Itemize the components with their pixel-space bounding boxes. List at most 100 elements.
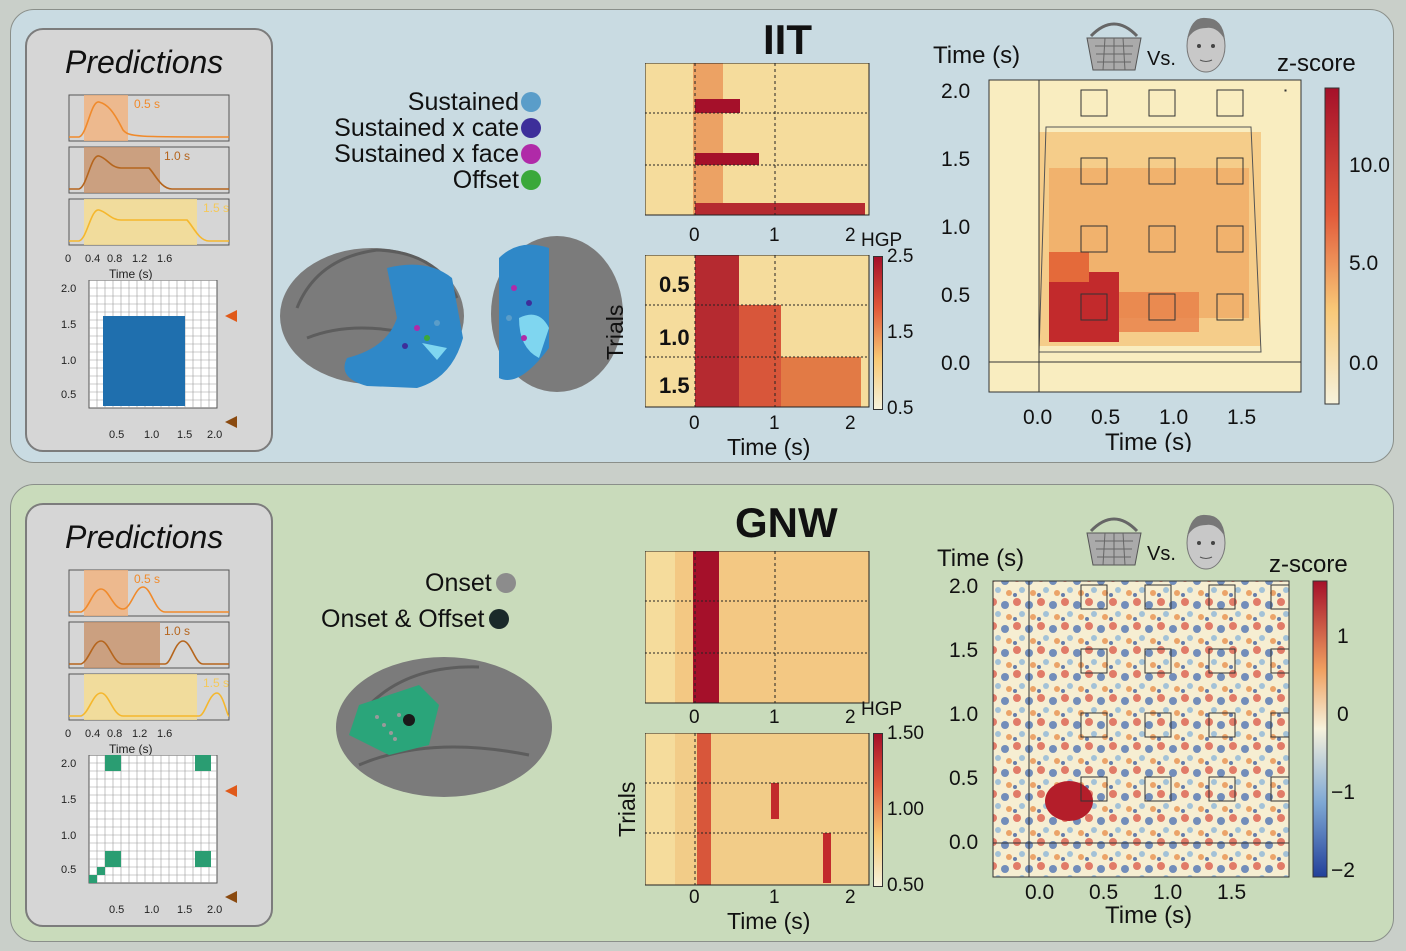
basket-icon bbox=[1086, 22, 1142, 71]
svg-text:0.0: 0.0 bbox=[1023, 406, 1052, 429]
svg-text:2: 2 bbox=[845, 413, 856, 434]
iit-legend-face: Sustained x face bbox=[334, 140, 541, 169]
gnw-tgm-cbar-title: z-score bbox=[1269, 551, 1348, 578]
svg-text:1.5: 1.5 bbox=[941, 148, 970, 171]
gnw-pred-curve-1: 0.5 s bbox=[68, 569, 230, 617]
iit-pred-label-1: 0.5 s bbox=[134, 97, 160, 111]
svg-text:Time (s): Time (s) bbox=[109, 742, 153, 755]
iit-tgm-xlabel: Time (s) bbox=[1105, 429, 1192, 452]
svg-text:0.5: 0.5 bbox=[1089, 881, 1118, 904]
svg-text:0.4: 0.4 bbox=[85, 253, 100, 265]
svg-text:1.5: 1.5 bbox=[61, 319, 76, 331]
iit-hgp-tick-high: 2.5 bbox=[887, 246, 914, 267]
svg-text:0.5: 0.5 bbox=[1091, 406, 1120, 429]
svg-text:0.0: 0.0 bbox=[1349, 352, 1378, 375]
iit-raster-upper: 0 1 2 bbox=[645, 63, 870, 243]
gnw-prediction-curves: 0.5 s 1.0 s 1.5 s 0 0.4 0.8 1.2 1.6 bbox=[65, 569, 230, 755]
svg-text:2.0: 2.0 bbox=[949, 575, 978, 598]
svg-text:0.5: 0.5 bbox=[61, 864, 76, 876]
iit-prediction-grid: 2.0 1.5 1.0 0.5 0.5 1.0 1.5 2.0 bbox=[61, 280, 237, 440]
gnw-legend-onset-offset: Onset & Offset bbox=[321, 605, 509, 634]
svg-text:1.5 s: 1.5 s bbox=[203, 676, 229, 690]
iit-marker-1 bbox=[225, 310, 237, 322]
gnw-tgm-boxes bbox=[1080, 584, 1290, 802]
svg-text:1.5: 1.5 bbox=[177, 429, 192, 440]
svg-text:0: 0 bbox=[689, 413, 700, 434]
iit-tgm-cbar-title: z-score bbox=[1277, 50, 1356, 77]
svg-text:0.5: 0.5 bbox=[949, 767, 978, 790]
svg-text:1.6: 1.6 bbox=[157, 728, 172, 740]
svg-text:1: 1 bbox=[769, 887, 780, 908]
gnw-hgp-colorbar bbox=[873, 733, 883, 887]
iit-zscore-colorbar bbox=[1324, 87, 1340, 405]
svg-text:2.0: 2.0 bbox=[61, 283, 76, 295]
svg-text:1.5: 1.5 bbox=[177, 904, 192, 915]
svg-text:1.0: 1.0 bbox=[949, 703, 978, 726]
gnw-pred-curve-3: 1.5 s bbox=[68, 673, 230, 721]
svg-text:1.0: 1.0 bbox=[144, 429, 159, 440]
gnw-tgm-plot: 2.0 1.5 1.0 0.5 0.0 0.0 0.5 1.0 1.5 Time… bbox=[949, 575, 1355, 929]
iit-prediction-curves: 0.5 s 1.0 s 1.5 s 0 0.4 0.8 1.2 1.6 bbox=[65, 94, 230, 280]
iit-brain-lateral bbox=[280, 248, 464, 388]
svg-text:−1: −1 bbox=[1331, 781, 1355, 804]
svg-text:1.0: 1.0 bbox=[1159, 406, 1188, 429]
iit-raster-dur-3: 1.5 bbox=[659, 373, 690, 398]
gnw-marker-1 bbox=[225, 785, 237, 797]
basket-icon bbox=[1086, 517, 1142, 566]
svg-text:2: 2 bbox=[845, 225, 856, 243]
gnw-predictions-box: Predictions 0.5 s 1.0 s 1.5 s 0 bbox=[25, 503, 273, 927]
svg-text:1.0: 1.0 bbox=[144, 904, 159, 915]
iit-raster-dur-1: 0.5 bbox=[659, 272, 690, 297]
iit-tgm-plot: 2.0 1.5 1.0 0.5 0.0 0.0 0.5 1.0 1.5 Time… bbox=[941, 79, 1390, 452]
iit-hgp-tick-low: 0.5 bbox=[887, 398, 914, 419]
svg-text:1.5: 1.5 bbox=[61, 794, 76, 806]
svg-text:10.0: 10.0 bbox=[1349, 154, 1390, 177]
svg-text:−2: −2 bbox=[1331, 859, 1355, 882]
gnw-pred-curve-2: 1.0 s bbox=[68, 621, 230, 669]
iit-hgp-title: HGP bbox=[861, 230, 903, 251]
iit-tgm-vs: Vs. bbox=[1147, 48, 1176, 70]
svg-text:1: 1 bbox=[769, 225, 780, 243]
gnw-brain-lateral bbox=[336, 657, 552, 797]
svg-text:0: 0 bbox=[689, 887, 700, 908]
iit-pred-curve-2: 1.0 s bbox=[68, 146, 230, 194]
iit-tgm-boxes bbox=[1080, 89, 1287, 321]
gnw-panel: Predictions 0.5 s 1.0 s 1.5 s 0 bbox=[10, 484, 1394, 942]
iit-pred-xlabel: Time (s) bbox=[109, 267, 153, 280]
iit-hgp-tick-mid: 1.5 bbox=[887, 322, 914, 343]
iit-legend-offset: Offset bbox=[453, 166, 541, 195]
svg-text:1.6: 1.6 bbox=[157, 253, 172, 265]
svg-text:0: 0 bbox=[1337, 703, 1349, 726]
iit-predictions-box: Predictions 0.5 s 1.0 s 1.5 s 0 bbox=[25, 28, 273, 452]
svg-text:1.2: 1.2 bbox=[132, 253, 147, 265]
svg-text:1.0: 1.0 bbox=[61, 830, 76, 842]
face-icon bbox=[1186, 514, 1226, 570]
svg-text:0.0: 0.0 bbox=[949, 831, 978, 854]
gnw-raster-lower: 0 1 2 Time (s) bbox=[645, 733, 870, 934]
gnw-title: GNW bbox=[735, 499, 838, 546]
gnw-prediction-grid: 2.0 1.5 1.0 0.5 0.5 1.0 1.5 2.0 bbox=[61, 755, 237, 915]
svg-text:1.2: 1.2 bbox=[132, 728, 147, 740]
svg-text:0: 0 bbox=[65, 728, 71, 740]
gnw-tgm-vs: Vs. bbox=[1147, 543, 1176, 565]
svg-text:0: 0 bbox=[689, 707, 700, 728]
gnw-zscore-colorbar bbox=[1312, 580, 1328, 878]
iit-raster-ylabel: Trials bbox=[602, 304, 628, 360]
svg-text:1.0: 1.0 bbox=[1153, 881, 1182, 904]
svg-text:0.5: 0.5 bbox=[109, 904, 124, 915]
iit-legend-sustained: Sustained bbox=[408, 88, 541, 117]
svg-text:1.0: 1.0 bbox=[61, 355, 76, 367]
iit-pred-xticks: 0 0.4 0.8 1.2 1.6 bbox=[65, 253, 172, 265]
iit-legend-cate: Sustained x cate bbox=[334, 114, 541, 143]
svg-text:0.8: 0.8 bbox=[107, 728, 122, 740]
svg-text:2.0: 2.0 bbox=[207, 904, 222, 915]
svg-text:1.5: 1.5 bbox=[949, 639, 978, 662]
iit-raster-lower: 0.5 1.0 1.5 0 1 2 Time (s) bbox=[645, 255, 870, 460]
gnw-raster-upper: 0 1 2 bbox=[645, 551, 870, 728]
gnw-tgm-xlabel: Time (s) bbox=[1105, 902, 1192, 929]
svg-text:0.5: 0.5 bbox=[109, 429, 124, 440]
face-icon bbox=[1186, 17, 1226, 73]
gnw-marker-2 bbox=[225, 891, 237, 903]
svg-text:0: 0 bbox=[689, 225, 700, 243]
iit-predictions-title: Predictions bbox=[65, 44, 224, 80]
